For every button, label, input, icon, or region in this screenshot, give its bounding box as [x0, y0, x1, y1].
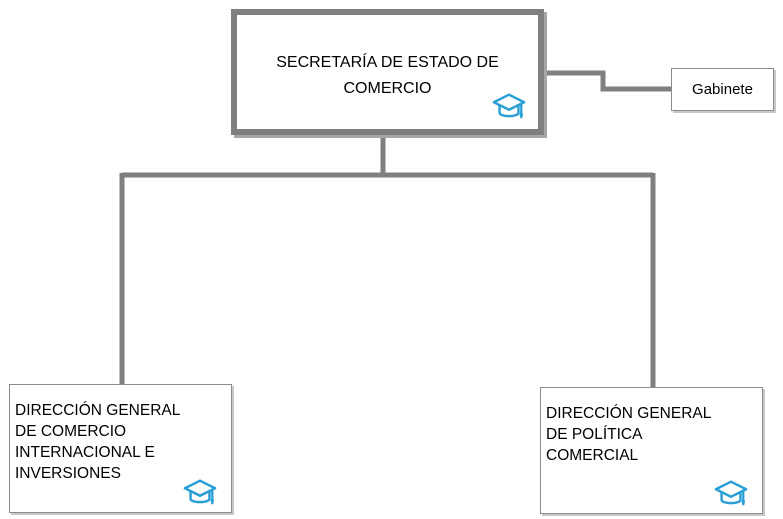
- direccion-comercio-internacional-box: DIRECCIÓN GENERAL DE COMERCIO INTERNACIO…: [9, 384, 232, 513]
- secretaria-box: SECRETARÍA DE ESTADO DE COMERCIO: [231, 9, 544, 135]
- secretaria-label: SECRETARÍA DE ESTADO DE COMERCIO: [276, 54, 499, 97]
- direccion-comercio-internacional-label: DIRECCIÓN GENERAL DE COMERCIO INTERNACIO…: [15, 402, 181, 482]
- direccion-politica-comercial-label: DIRECCIÓN GENERAL DE POLÍTICA COMERCIAL: [546, 405, 712, 464]
- direccion-politica-comercial-box: DIRECCIÓN GENERAL DE POLÍTICA COMERCIAL: [540, 387, 763, 514]
- connector-root-to-gabinete: [544, 70, 671, 92]
- graduation-cap-icon: [181, 475, 219, 509]
- gabinete-box: Gabinete: [671, 68, 774, 111]
- graduation-cap-icon: [712, 476, 750, 510]
- graduation-cap-icon: [490, 89, 528, 123]
- gabinete-label: Gabinete: [692, 81, 753, 98]
